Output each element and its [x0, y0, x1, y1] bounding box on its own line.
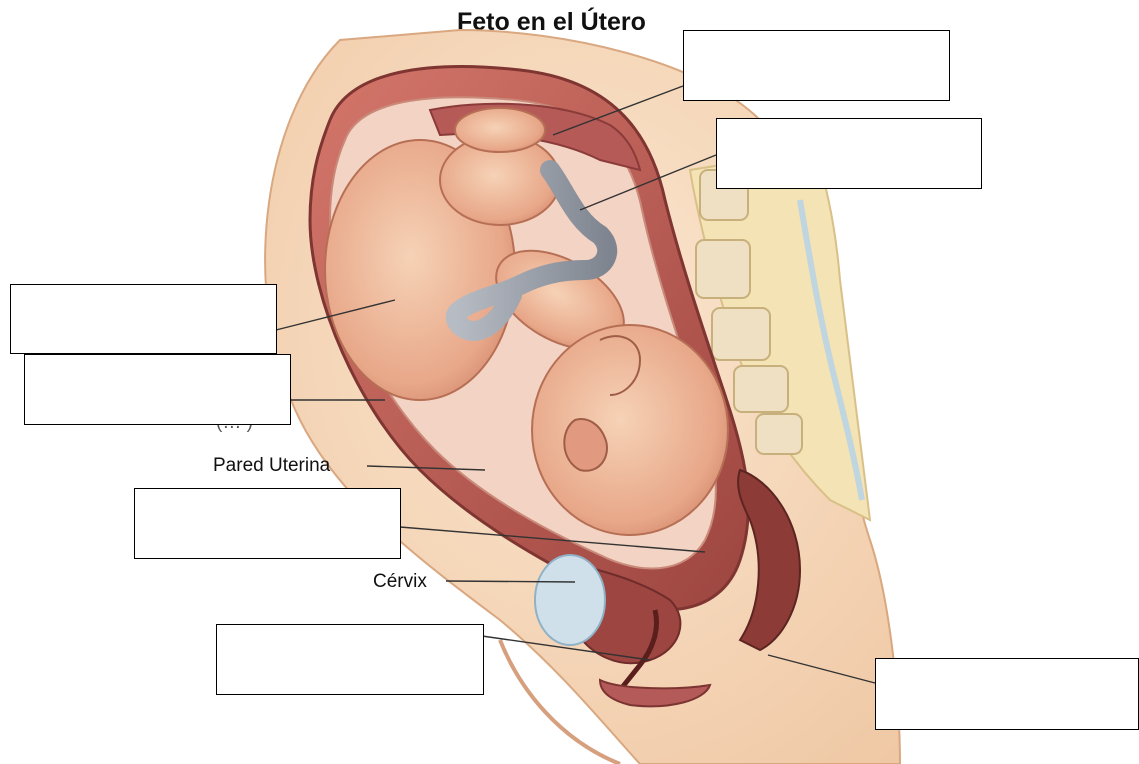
answer-box-left-1[interactable]	[10, 284, 277, 354]
fetus-foot	[455, 108, 545, 152]
label-uterine-wall: Pared Uterina	[213, 455, 330, 477]
label-cervix: Cérvix	[373, 571, 427, 593]
answer-box-left-3[interactable]	[134, 488, 401, 559]
answer-box-left-2[interactable]	[24, 354, 291, 425]
bladder	[535, 555, 605, 645]
answer-box-bottom-right[interactable]	[875, 658, 1139, 730]
answer-box-top-2[interactable]	[716, 118, 982, 189]
answer-box-left-4[interactable]	[216, 624, 484, 695]
fetus-head	[532, 325, 728, 535]
answer-box-top-1[interactable]	[683, 30, 950, 101]
